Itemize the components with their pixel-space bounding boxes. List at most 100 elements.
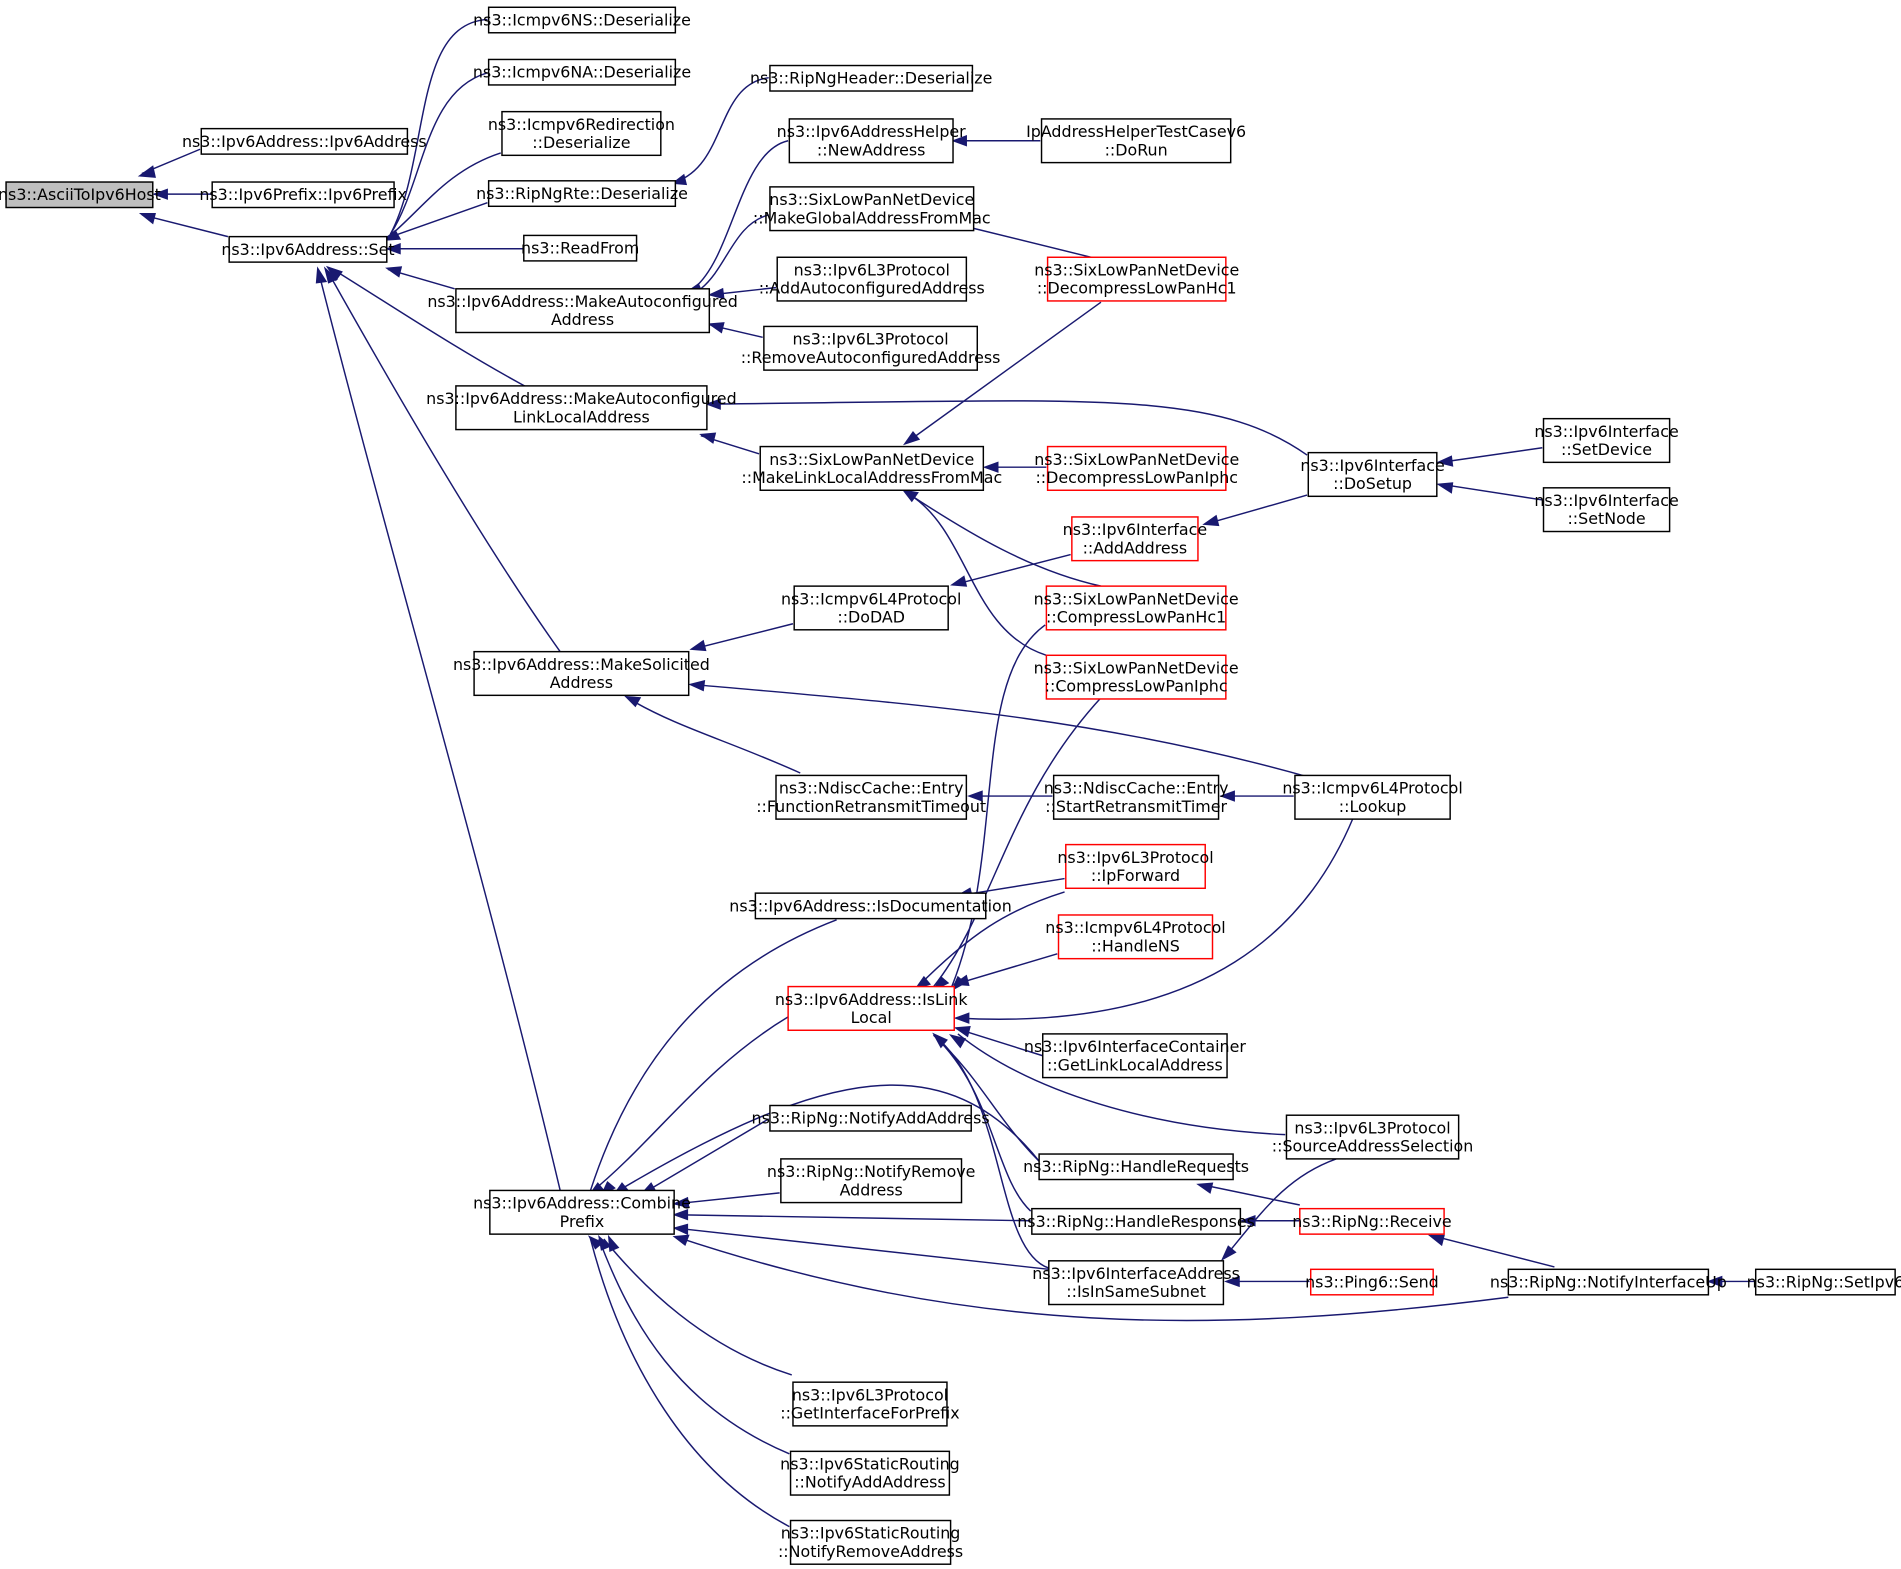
graph-node[interactable]: ns3::Ipv6Interface::AddAddress: [1063, 516, 1207, 562]
graph-node[interactable]: ns3::Ipv6AddressHelper::NewAddress: [777, 118, 966, 164]
edge-if-setdevice-to-if-dosetup: [1440, 447, 1543, 464]
node-box: [1542, 417, 1671, 464]
graph-node[interactable]: ns3::Icmpv6NS::Deserialize: [473, 6, 691, 34]
node-label: ns3::RipNg::NotifyInterfaceUp: [1490, 1273, 1727, 1292]
graph-node[interactable]: ns3::SixLowPanNetDevice::MakeLinkLocalAd…: [741, 445, 1002, 491]
graph-node[interactable]: ns3::SixLowPanNetDevice::DecompressLowPa…: [1034, 445, 1239, 491]
graph-node[interactable]: ns3::Ipv6Prefix::Ipv6Prefix: [199, 181, 407, 209]
graph-node[interactable]: IpAddressHelperTestCasev6::DoRun: [1026, 118, 1246, 164]
node-label: ::GetInterfaceForPrefix: [780, 1404, 959, 1423]
edge-static-notifyrem-to-combine: [589, 1238, 790, 1528]
graph-node[interactable]: ns3::Ipv6Address::Ipv6Address: [182, 127, 427, 155]
graph-node[interactable]: ns3::Ipv6Interface::DoSetup: [1300, 451, 1445, 498]
node-box: [1294, 774, 1451, 820]
graph-node[interactable]: ns3::Ipv6L3Protocol::SourceAddressSelect…: [1272, 1114, 1474, 1160]
graph-node[interactable]: ns3::Ipv6L3Protocol::IpForward: [1057, 843, 1214, 890]
node-box: [228, 235, 388, 263]
edge-l3-ipforward-to-islinklocal: [917, 891, 1065, 988]
graph-node[interactable]: ns3::RipNg::HandleRequests: [1023, 1153, 1249, 1181]
arrowhead: [707, 287, 725, 300]
edge-ripng-notifyifup-to-ripng-receive: [1430, 1234, 1555, 1268]
edge-na-deser-to-set: [389, 72, 488, 235]
graph-node[interactable]: ns3::Icmpv6Redirection::Deserialize: [488, 110, 675, 157]
graph-node[interactable]: ns3::Ipv6Address::MakeAutoconfiguredLink…: [426, 385, 737, 431]
graph-node[interactable]: ns3::RipNg::NotifyAddAddress: [752, 1104, 990, 1132]
graph-node[interactable]: ns3::Ipv6StaticRouting::NotifyRemoveAddr…: [778, 1519, 963, 1565]
graph-node[interactable]: ns3::Ipv6Address::IsDocumentation: [729, 892, 1012, 920]
graph-node[interactable]: ns3::NdiscCache::Entry::StartRetransmitT…: [1044, 774, 1229, 820]
graph-node[interactable]: ns3::SixLowPanNetDevice::CompressLowPanH…: [1034, 585, 1239, 631]
graph-node[interactable]: ns3::Ipv6Interface::SetNode: [1534, 487, 1679, 533]
node-box: [523, 234, 638, 262]
node-label: ns3::Ipv6L3Protocol: [1057, 848, 1213, 867]
node-label: ns3::RipNg::HandleResponses: [1017, 1212, 1255, 1231]
node-label: ::SourceAddressSelection: [1272, 1137, 1474, 1156]
node-box: [1754, 1268, 1896, 1296]
graph-node[interactable]: ns3::SixLowPanNetDevice::DecompressLowPa…: [1034, 256, 1239, 302]
arrowhead: [932, 1032, 948, 1049]
graph-node[interactable]: ns3::Ipv6L3Protocol::RemoveAutoconfigure…: [741, 325, 1001, 371]
node-label: Address: [551, 310, 614, 329]
node-label: ns3::Icmpv6L4Protocol: [1045, 918, 1225, 937]
graph-node[interactable]: ns3::Ipv6Interface::SetDevice: [1534, 417, 1679, 464]
graph-node[interactable]: ns3::RipNg::NotifyRemoveAddress: [767, 1158, 976, 1204]
edge-if-addaddr-to-l4-dodad: [952, 553, 1071, 586]
node-label: Address: [550, 673, 613, 692]
node-label: ::AddAutoconfiguredAddress: [759, 279, 985, 298]
edge-l4-lookup-to-islinklocal: [957, 817, 1354, 1020]
graph-node[interactable]: ns3::ReadFrom: [521, 234, 639, 262]
graph-node[interactable]: ns3::Icmpv6NA::Deserialize: [473, 58, 691, 86]
node-label: ns3::SixLowPanNetDevice: [769, 450, 974, 469]
node-label: ns3::AsciiToIpv6Host: [0, 185, 161, 204]
arrowhead: [952, 974, 970, 987]
graph-node[interactable]: ns3::RipNg::HandleResponses: [1017, 1207, 1255, 1235]
node-label: Prefix: [560, 1212, 605, 1231]
arrowhead: [689, 639, 707, 652]
node-label: ns3::Icmpv6L4Protocol: [1282, 779, 1462, 798]
node-box: [1045, 654, 1227, 700]
graph-node[interactable]: ns3::AsciiToIpv6Host: [0, 181, 161, 209]
arrowhead: [1196, 1182, 1214, 1194]
node-box: [1052, 774, 1220, 820]
arrowhead: [1436, 482, 1454, 494]
graph-node[interactable]: ns3::Ipv6StaticRouting::NotifyAddAddress: [780, 1450, 960, 1496]
graph-node[interactable]: ns3::RipNgRte::Deserialize: [476, 180, 688, 208]
graph-node[interactable]: ns3::Icmpv6L4Protocol::Lookup: [1282, 774, 1463, 820]
arrowhead: [967, 790, 983, 802]
graph-node[interactable]: ns3::Ipv6L3Protocol::GetInterfaceForPref…: [780, 1381, 960, 1427]
graph-node[interactable]: ns3::Ipv6Address::Set: [221, 235, 395, 263]
graph-node[interactable]: ns3::RipNgHeader::Deserialize: [750, 64, 992, 92]
arrowhead: [705, 398, 721, 410]
graph-node[interactable]: ns3::SixLowPanNetDevice::CompressLowPanI…: [1034, 654, 1239, 700]
arrowhead: [699, 432, 717, 444]
graph-node[interactable]: ns3::SixLowPanNetDevice::MakeGlobalAddre…: [753, 186, 991, 232]
node-label: ns3::RipNgHeader::Deserialize: [750, 69, 992, 88]
graph-node[interactable]: ns3::Icmpv6L4Protocol::HandleNS: [1045, 914, 1226, 960]
edge-ripng-receive-to-ripng-handlereq: [1200, 1183, 1300, 1206]
node-box: [1057, 914, 1214, 960]
node-label: ns3::Ipv6Address::IsLink: [775, 990, 968, 1009]
node-box: [1038, 1153, 1234, 1181]
node-label: Address: [840, 1180, 903, 1199]
graph-node[interactable]: ns3::Ipv6InterfaceContainer::GetLinkLoca…: [1024, 1033, 1246, 1079]
graph-node[interactable]: ns3::Ipv6Address::MakeAutoconfiguredAddr…: [427, 288, 738, 334]
arrowhead: [953, 1025, 971, 1038]
edge-isdoc-to-combine: [589, 919, 837, 1191]
graph-node[interactable]: ns3::RipNg::Receive: [1292, 1207, 1452, 1235]
graph-node[interactable]: ns3::Icmpv6L4Protocol::DoDAD: [781, 585, 961, 631]
node-label: ::MakeLinkLocalAddressFromMac: [741, 468, 1002, 487]
node-box: [1285, 1114, 1460, 1160]
arrowhead: [1239, 1215, 1256, 1227]
graph-node[interactable]: ns3::Ipv6InterfaceAddress::IsInSameSubne…: [1032, 1260, 1240, 1306]
arrowhead: [902, 431, 921, 446]
graph-node[interactable]: ns3::RipNg::NotifyInterfaceUp: [1490, 1268, 1727, 1296]
graph-node[interactable]: ns3::Ping6::Send: [1305, 1268, 1439, 1296]
graph-node[interactable]: ns3::Ipv6L3Protocol::AddAutoconfiguredAd…: [759, 256, 985, 302]
graph-node[interactable]: ns3::RipNg::SetIpv6: [1747, 1268, 1901, 1296]
graph-node[interactable]: ns3::NdiscCache::Entry::FunctionRetransm…: [756, 774, 986, 820]
edge-comp-iphc-to-islinklocal: [933, 697, 1102, 988]
node-label: ::IpForward: [1091, 866, 1180, 885]
